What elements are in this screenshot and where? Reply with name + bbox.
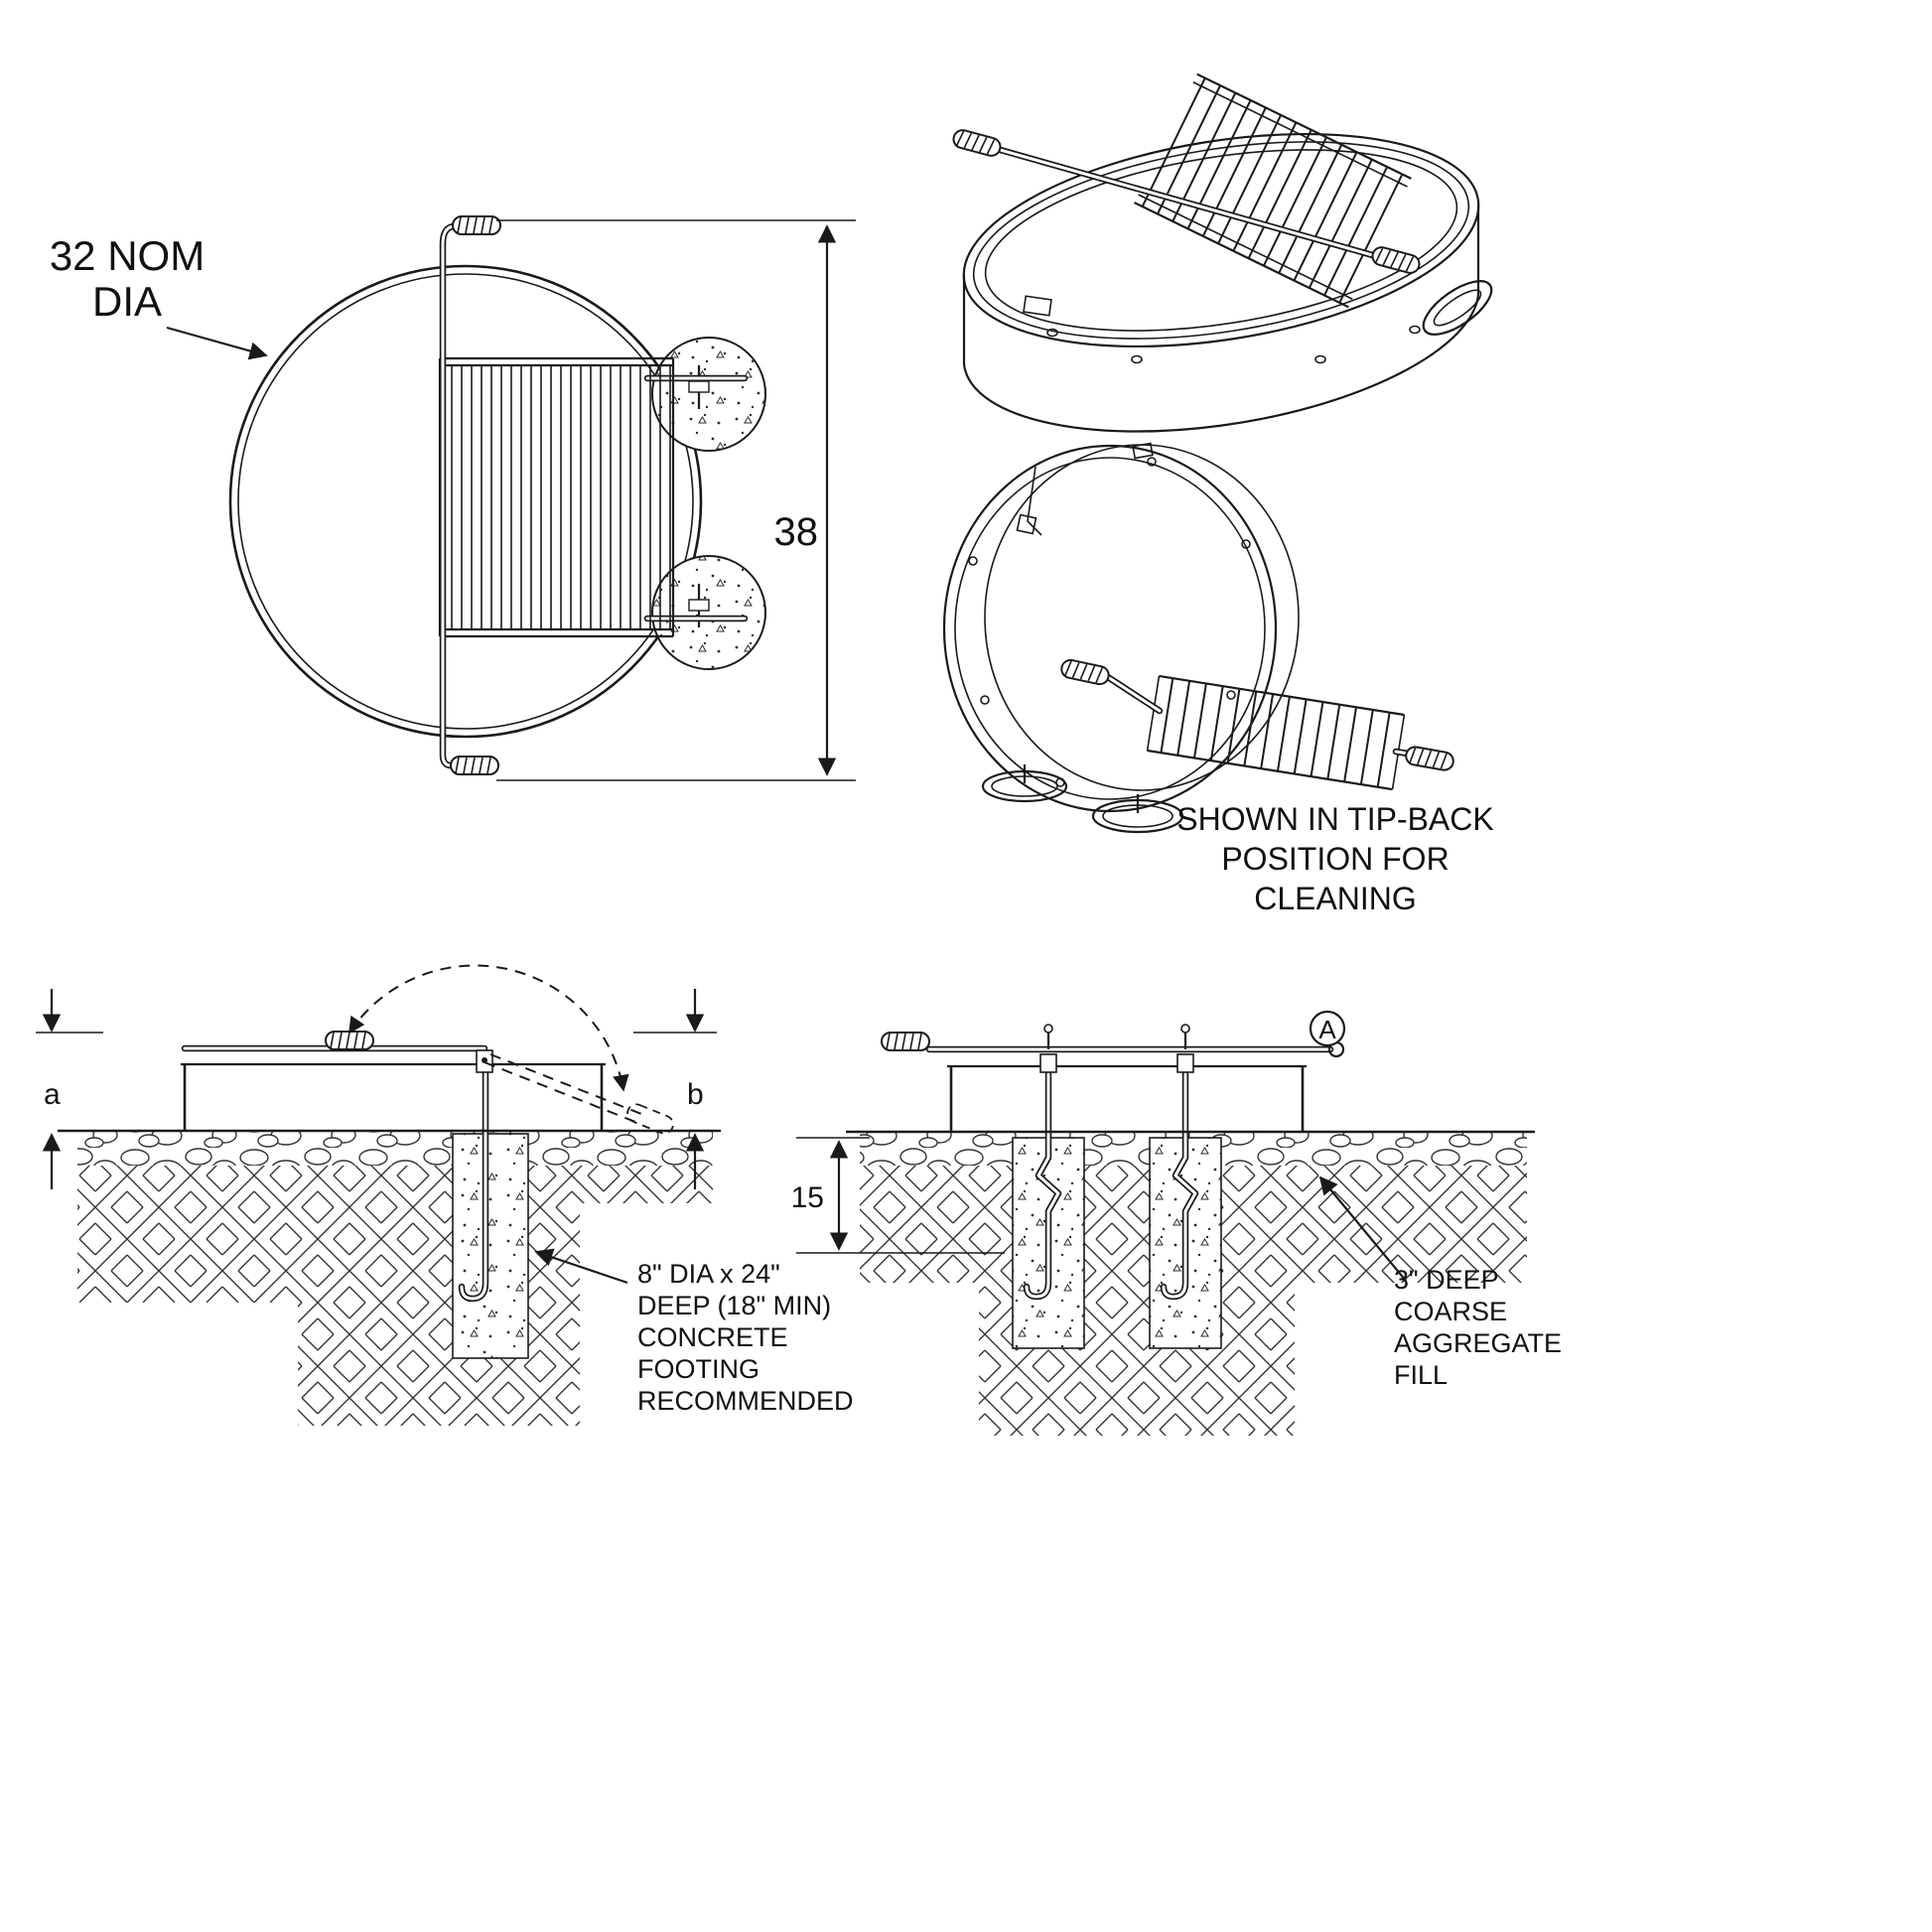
aggregate-note-line2: COARSE — [1394, 1297, 1507, 1326]
fire-ring-section — [881, 1024, 1345, 1132]
anchor-disc-left — [981, 764, 1068, 803]
hanger-strap — [1027, 466, 1042, 536]
flip-path — [348, 964, 674, 1135]
footing-note-line4: FOOTING — [637, 1354, 759, 1384]
aggregate-note-line4: FILL — [1394, 1360, 1448, 1390]
dim-b-label: b — [687, 1078, 704, 1111]
grate-iso — [1134, 72, 1412, 309]
iso-tipback-view — [942, 442, 1456, 834]
footing-note-line1: 8" DIA x 24" — [637, 1259, 780, 1289]
aggregate-note-line3: AGGREGATE — [1394, 1328, 1562, 1358]
bolt-icon — [980, 695, 990, 705]
spring-handle-icon — [450, 756, 499, 775]
fire-ring-section — [181, 1031, 606, 1131]
detail-marker-a: A — [1309, 1010, 1346, 1047]
tipback-note-line1: SHOWN IN TIP-BACK — [1176, 801, 1493, 837]
grate-plan — [438, 356, 675, 638]
dim-a-label: a — [44, 1078, 61, 1111]
tipback-note: SHOWN IN TIP-BACK POSITION FOR CLEANING — [1176, 801, 1493, 916]
plan-view: 38 32 NOM DIA — [50, 215, 856, 781]
diameter-label-line1: 32 NOM — [50, 232, 205, 279]
pin-eye-icon — [1043, 1024, 1053, 1034]
spring-handle-icon — [1058, 657, 1112, 687]
lift-handle-iso — [950, 127, 1423, 276]
aggregate-note-line1: 3" DEEP — [1394, 1265, 1499, 1295]
spring-handle-icon — [1403, 744, 1456, 773]
bolt-icon — [1046, 328, 1058, 338]
bolt-icon — [1147, 457, 1157, 467]
earth-hatch — [77, 1166, 713, 1426]
aggregate-callout: 3" DEEP COARSE AGGREGATE FILL — [1318, 1175, 1562, 1390]
bolt-icon — [1241, 539, 1251, 549]
flipped-handle-ghost — [626, 1103, 674, 1135]
dim-a: a — [36, 989, 103, 1189]
dim-15: 15 — [791, 1137, 1005, 1254]
iso-assembled-view — [950, 72, 1493, 433]
footing-note-line3: CONCRETE — [637, 1322, 788, 1352]
bolt-icon — [1131, 354, 1143, 364]
leader-arrow — [534, 1248, 628, 1285]
footing-note-line5: RECOMMENDED — [637, 1386, 854, 1416]
bolt-icon — [1409, 325, 1421, 335]
aggregate-strip — [77, 1132, 713, 1166]
anchor-disc-bottom — [651, 555, 766, 670]
diameter-label-line2: DIA — [92, 278, 162, 325]
concrete-footing — [452, 1133, 529, 1359]
section-front-view: a b 8" DIA x 24" DEEP (18" MIN) CONCRETE… — [36, 964, 854, 1426]
depth-dim-label: 15 — [791, 1181, 824, 1214]
spring-handle-icon — [881, 1032, 930, 1051]
section-side-view: A 15 3" DEEP COARSE AGGREGATE FILL — [791, 1010, 1562, 1436]
grate-tipback — [1146, 674, 1406, 791]
bolt-icon — [968, 556, 978, 566]
tipback-note-line3: CLEANING — [1254, 881, 1417, 916]
spring-handle-icon — [1369, 244, 1423, 276]
lift-handle-plan — [439, 215, 501, 775]
rim-tab — [1132, 442, 1154, 460]
dim-b: b — [633, 989, 717, 1189]
pin-eye-icon — [1180, 1024, 1190, 1034]
anchor-bracket — [1176, 1053, 1194, 1073]
footing-callout: 8" DIA x 24" DEEP (18" MIN) CONCRETE FOO… — [534, 1248, 854, 1416]
spring-handle-icon — [325, 1031, 374, 1050]
footing-note-line2: DEEP (18" MIN) — [637, 1291, 831, 1320]
height-dim-label: 38 — [774, 510, 819, 554]
anchor-disc-top — [651, 337, 766, 452]
spring-handle-icon — [950, 127, 1004, 159]
detail-marker-label: A — [1318, 1015, 1336, 1044]
leader-arrow — [166, 326, 268, 360]
diameter-label: 32 NOM DIA — [50, 232, 268, 360]
tipback-note-line2: POSITION FOR — [1221, 841, 1449, 877]
anchor-disc-right — [1091, 794, 1184, 834]
tip-handle — [1422, 280, 1493, 336]
cleanout-tab — [1023, 295, 1052, 317]
dim-38: 38 — [496, 219, 856, 781]
anchor-bracket — [1039, 1053, 1057, 1073]
leader-arrow — [1318, 1175, 1407, 1282]
flip-arc — [348, 964, 629, 1092]
bolt-icon — [1314, 354, 1326, 364]
spring-handle-icon — [452, 215, 501, 235]
